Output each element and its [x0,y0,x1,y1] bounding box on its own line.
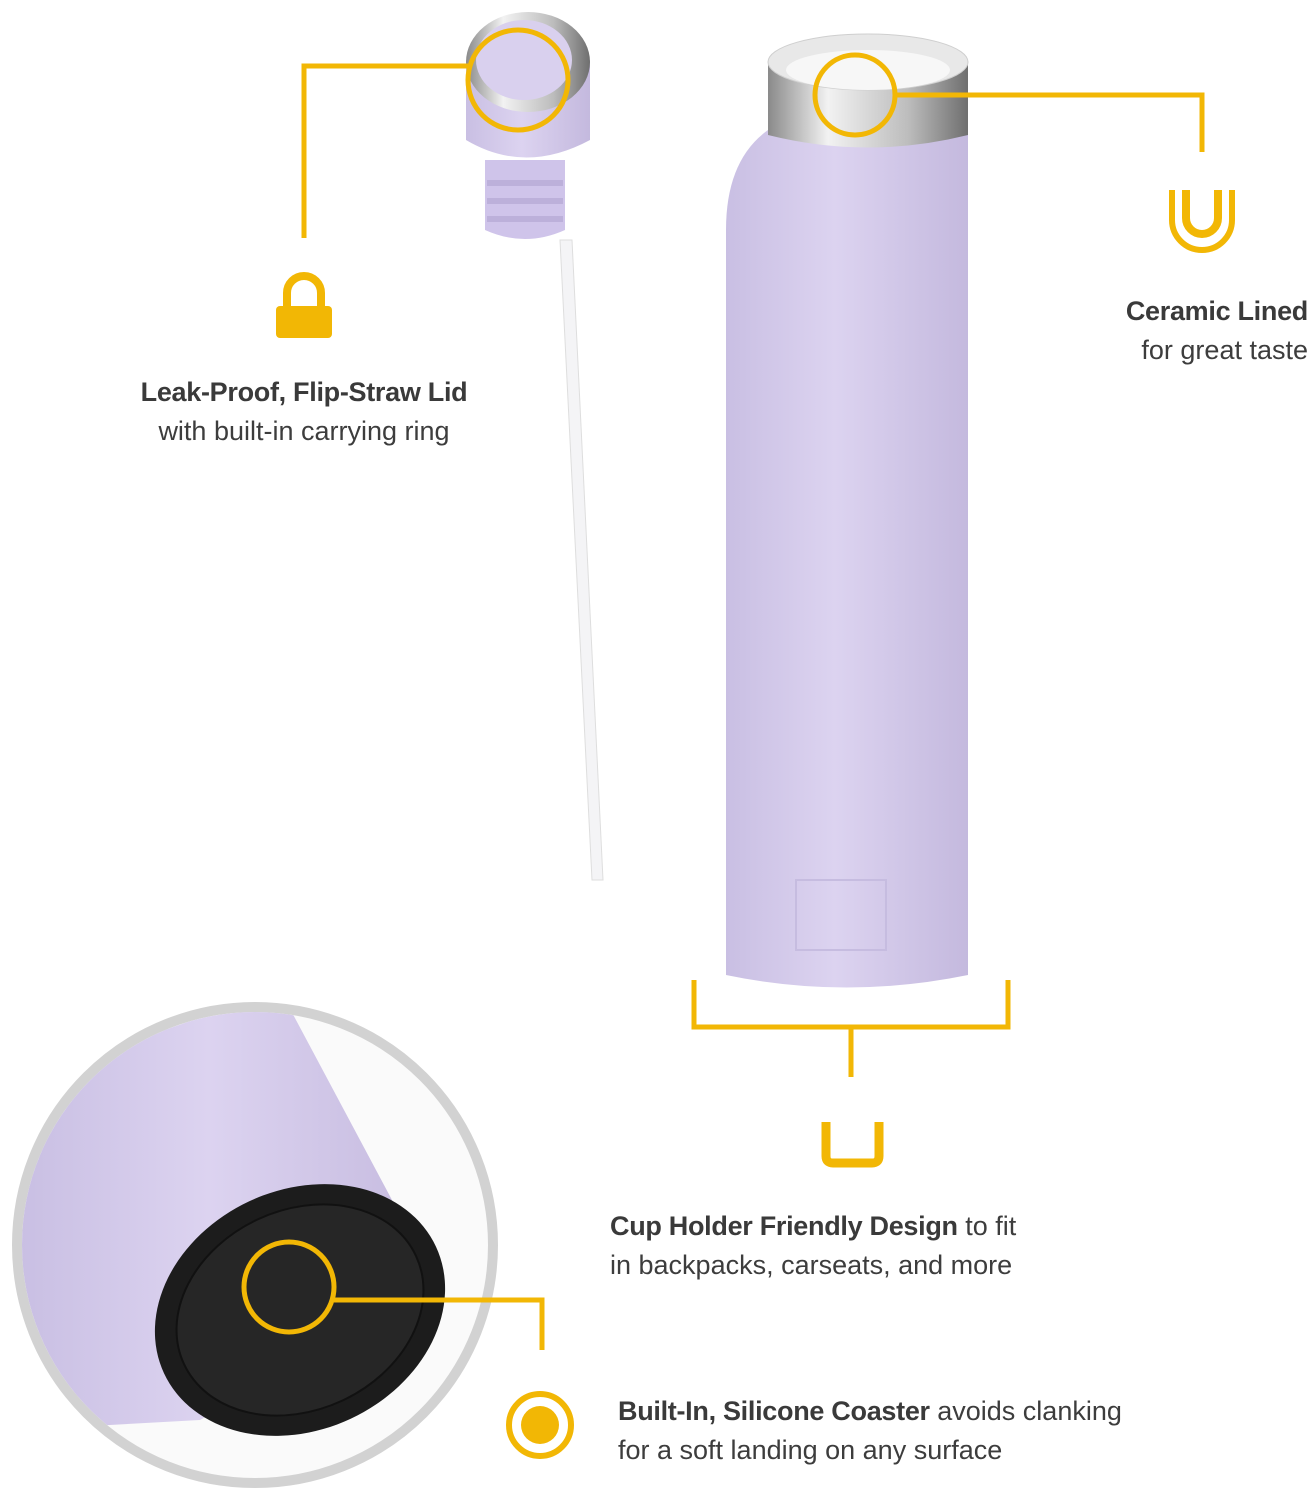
coaster-dot-icon [506,1391,574,1459]
lid-callout: Leak-Proof, Flip-Straw Lid with built-in… [104,373,504,451]
straw [559,239,604,881]
lining-body: for great taste [1141,335,1308,365]
bear-logo-emboss [795,879,887,951]
coaster-callout: Built-In, Silicone Coaster avoids clanki… [618,1392,1122,1470]
cupholder-title: Cup Holder Friendly Design [610,1211,958,1241]
cupholder-title-suffix: to fit [957,1211,1017,1241]
coaster-inset [12,1002,498,1488]
lid-leader [301,27,571,238]
lid-body: with built-in carrying ring [158,416,450,446]
carrying-ring-icon [276,272,332,338]
u-lining-icon [1169,190,1235,253]
coaster-leader [241,1239,545,1350]
coaster-title: Built-In, Silicone Coaster [618,1396,930,1426]
cupholder-callout: Cup Holder Friendly Design to fit in bac… [610,1207,1016,1285]
water-bottle [726,33,969,988]
lining-leader [812,52,1205,152]
lining-title: Ceramic Lined [1125,296,1308,326]
coaster-title-suffix: avoids clanking [929,1396,1122,1426]
cup-holder-icon [821,1122,884,1168]
lid-title: Leak-Proof, Flip-Straw Lid [140,377,468,407]
cupholder-body: in backpacks, carseats, and more [610,1250,1013,1280]
cup-holder-bracket [691,980,1011,1077]
coaster-body: for a soft landing on any surface [618,1435,1003,1465]
lining-callout: Ceramic Lined for great taste [1000,292,1308,370]
